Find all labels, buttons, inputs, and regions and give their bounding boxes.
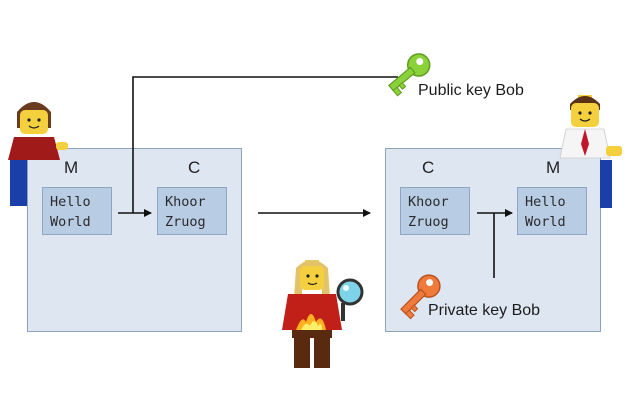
sender-ciphertext-header: C bbox=[188, 158, 201, 177]
lego-figure-eavesdropper bbox=[282, 260, 364, 368]
private-key-label: Private key Bob bbox=[428, 302, 541, 319]
receiver-plaintext-line2: World bbox=[525, 214, 566, 230]
receiver-ciphertext-box: Khoor Zruog bbox=[400, 187, 470, 235]
receiver-plaintext-header: M bbox=[546, 158, 561, 177]
receiver-panel bbox=[385, 148, 601, 332]
receiver-ciphertext-header: C bbox=[422, 158, 435, 177]
receiver-plaintext-line1: Hello bbox=[525, 194, 566, 210]
receiver-ciphertext-line1: Khoor bbox=[408, 194, 449, 210]
public-key-label: Public key Bob bbox=[418, 82, 524, 99]
receiver-ciphertext-line2: Zruog bbox=[408, 214, 449, 230]
sender-plaintext-line1: Hello bbox=[50, 194, 91, 210]
public-key-connector bbox=[132, 76, 398, 213]
sender-plaintext-box: Hello World bbox=[42, 187, 112, 235]
private-key-icon bbox=[400, 274, 441, 320]
sender-ciphertext-line1: Khoor bbox=[165, 194, 206, 210]
lego-figure-alice bbox=[8, 102, 68, 206]
sender-ciphertext-line2: Zruog bbox=[165, 214, 206, 230]
receiver-plaintext-box: Hello World bbox=[517, 187, 587, 235]
sender-panel bbox=[27, 148, 242, 332]
lego-figure-bob bbox=[559, 95, 622, 208]
sender-ciphertext-box: Khoor Zruog bbox=[157, 187, 227, 235]
sender-plaintext-line2: World bbox=[50, 214, 91, 230]
sender-plaintext-header: M bbox=[64, 158, 79, 177]
public-key-icon bbox=[388, 53, 431, 97]
